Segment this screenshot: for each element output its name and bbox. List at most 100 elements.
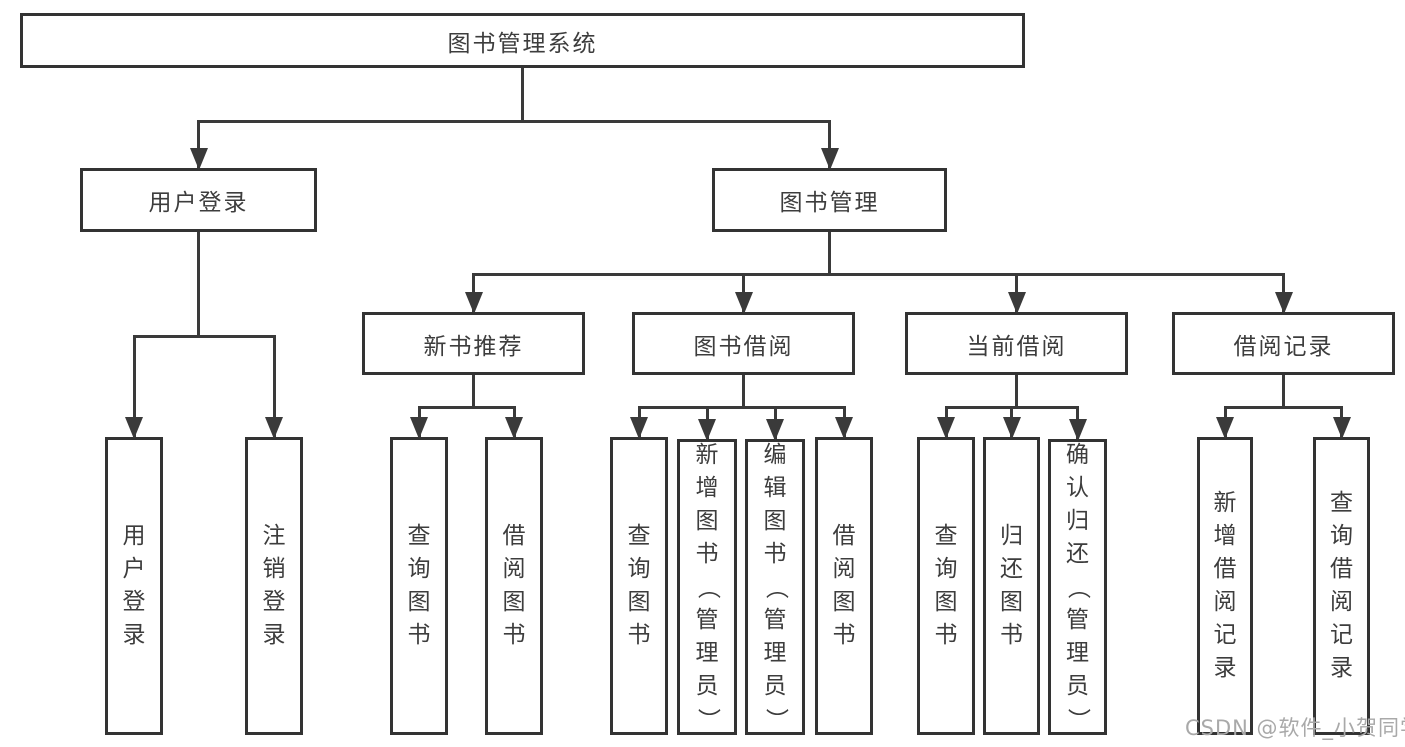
arrow-down-icon — [835, 417, 853, 439]
node-label-char: 员 — [1066, 672, 1089, 699]
connector-branch-book-mgmt — [472, 273, 1285, 276]
node-label-char: 管 — [695, 606, 719, 633]
node-label-char: 理 — [1066, 639, 1089, 666]
node-label-char: 书 — [502, 622, 526, 648]
node-label-char: 记 — [1330, 622, 1353, 648]
node-label-char: 借 — [502, 523, 526, 549]
node-label-char: 注 — [262, 523, 286, 549]
node-label-char: 借 — [832, 523, 856, 549]
connector-stem-root — [521, 68, 524, 123]
node-label-char: 理 — [695, 639, 719, 666]
node-label-char: 查 — [627, 523, 651, 549]
node-label-char: 编 — [763, 441, 787, 468]
node-label-char: 书 — [407, 622, 431, 648]
node-label-char: 书 — [934, 622, 958, 648]
node-label-char: 确 — [1066, 441, 1089, 468]
arrow-down-icon — [1007, 292, 1026, 314]
connector-drop-ul-logout — [272, 335, 276, 437]
node-label-char: 查 — [1330, 490, 1353, 516]
node-cb-return: 归还图书 — [983, 437, 1040, 735]
node-label-char: 录 — [122, 622, 146, 648]
node-label-char: 阅 — [832, 556, 856, 582]
node-label: 借阅记录 — [1233, 333, 1334, 360]
node-label-char: 归 — [1066, 507, 1089, 534]
node-cb-query: 查询图书 — [917, 437, 975, 735]
connector-stem-book-borrow — [742, 375, 745, 409]
connector-drop-ul-login — [132, 335, 136, 437]
node-bb-query: 查询图书 — [610, 437, 668, 735]
connector-stem-new-book-rec — [472, 375, 475, 409]
arrow-down-icon — [1332, 417, 1351, 439]
node-label-char: 书 — [832, 622, 856, 648]
node-bb-add: 新增图书（管理员） — [677, 439, 737, 735]
connector-branch-root — [197, 120, 831, 123]
node-label-char: 增 — [695, 474, 719, 501]
arrow-down-icon — [820, 148, 839, 170]
node-br-add: 新增借阅记录 — [1197, 437, 1253, 735]
node-label-char: 用 — [122, 523, 146, 549]
node-ul-login: 用户登录 — [105, 437, 163, 735]
node-label-char: 阅 — [1213, 589, 1237, 615]
node-label-char: 员 — [763, 672, 787, 699]
node-label-char: 阅 — [1330, 589, 1353, 615]
arrow-down-icon — [698, 419, 716, 441]
node-label-char: 新 — [695, 441, 719, 468]
node-label-char: 归 — [1000, 523, 1023, 549]
node-bb-edit: 编辑图书（管理员） — [745, 439, 805, 735]
node-br-query: 查询借阅记录 — [1313, 437, 1370, 735]
node-label-char: 图 — [763, 507, 787, 534]
node-label-char: 图 — [934, 589, 958, 615]
connector-branch-book-borrow — [637, 406, 846, 409]
node-label-char: 书 — [763, 540, 787, 567]
node-label: 图书借阅 — [693, 333, 794, 360]
node-root: 图书管理系统 — [20, 13, 1025, 68]
node-label-char: 书 — [627, 622, 651, 648]
node-label-char: 还 — [1066, 540, 1089, 567]
csdn-watermark: CSDN @软件_小贺同学 — [1185, 716, 1405, 740]
node-label-char: 录 — [1330, 655, 1353, 681]
node-bb-borrow: 借阅图书 — [815, 437, 873, 735]
node-label-char: （ — [762, 575, 789, 599]
arrow-down-icon — [734, 292, 753, 314]
arrow-down-icon — [1068, 419, 1087, 441]
node-label-char: 录 — [1213, 655, 1237, 681]
connector-branch-new-book-rec — [417, 406, 516, 409]
node-label-char: 管 — [1066, 606, 1089, 633]
node-cb-confirm: 确认归还（管理员） — [1048, 439, 1107, 735]
node-label-char: 询 — [627, 556, 651, 582]
node-label: 用户登录 — [148, 190, 249, 216]
connector-drop-book-mgmt — [828, 120, 831, 168]
arrow-down-icon — [1274, 292, 1293, 314]
node-label-char: 询 — [1330, 523, 1353, 549]
node-ul-logout: 注销登录 — [245, 437, 303, 735]
connector-stem-user-login — [197, 232, 200, 338]
node-label-char: 还 — [1000, 556, 1023, 582]
node-label-char: 阅 — [502, 556, 526, 582]
node-label-char: 图 — [627, 589, 651, 615]
node-label-char: 销 — [262, 556, 286, 582]
node-label-char: 书 — [1000, 622, 1023, 648]
node-label-char: 询 — [407, 556, 431, 582]
node-label-char: ） — [762, 707, 789, 731]
node-label-char: （ — [1065, 575, 1091, 599]
node-book-borrow: 图书借阅 — [632, 312, 855, 375]
node-label-char: 增 — [1213, 523, 1237, 549]
node-label-char: 图 — [832, 589, 856, 615]
node-label-char: ） — [694, 707, 721, 731]
arrow-down-icon — [265, 417, 283, 439]
node-label-char: 新 — [1213, 490, 1237, 516]
arrow-down-icon — [464, 292, 483, 314]
arrow-down-icon — [766, 419, 784, 441]
node-label-char: 辑 — [763, 474, 787, 501]
node-label-char: 认 — [1066, 474, 1089, 501]
node-current-borrow: 当前借阅 — [905, 312, 1128, 375]
arrow-down-icon — [937, 417, 955, 439]
node-label-char: 登 — [262, 589, 286, 615]
node-label-char: 询 — [934, 556, 958, 582]
node-label-char: 图 — [1000, 589, 1023, 615]
node-label-char: 借 — [1330, 556, 1353, 582]
node-nr-query: 查询图书 — [390, 437, 448, 735]
node-user-login: 用户登录 — [80, 168, 317, 232]
node-label-char: 记 — [1213, 622, 1237, 648]
node-label-char: 员 — [695, 672, 719, 699]
